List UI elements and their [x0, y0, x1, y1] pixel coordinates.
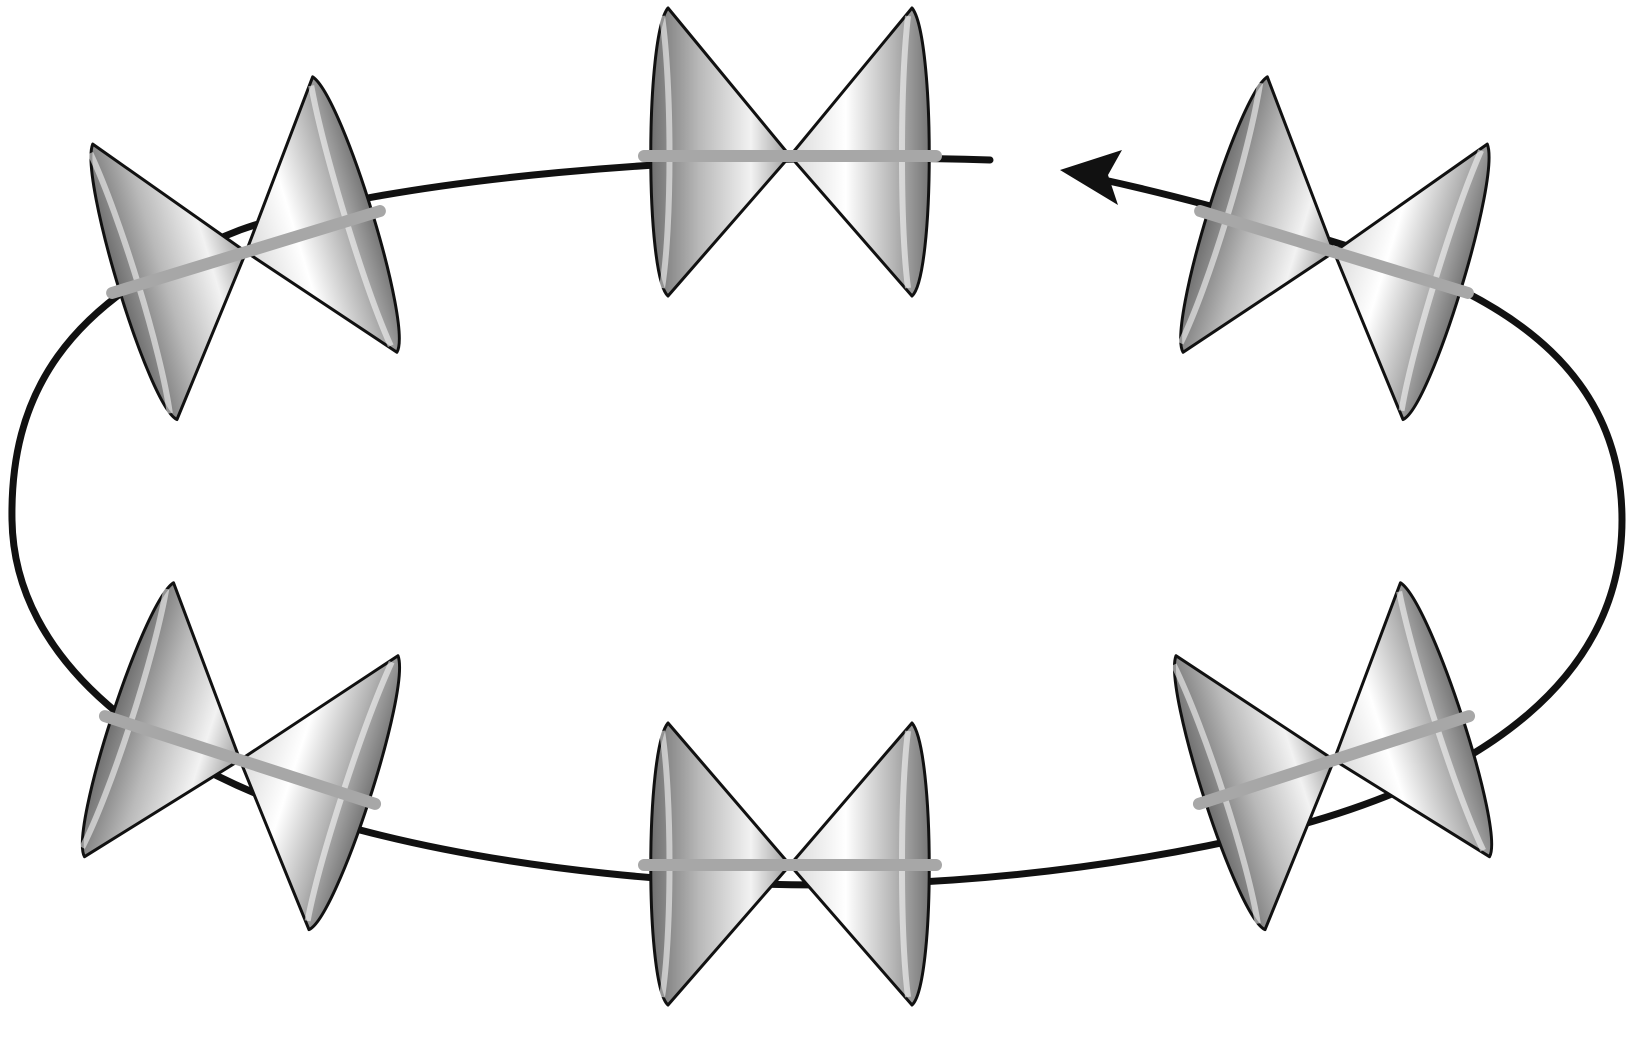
cone-pair: [69, 70, 421, 427]
double-cone-icon: [69, 70, 421, 427]
cone-pair: [1153, 575, 1512, 937]
cone-pair: [1159, 70, 1511, 427]
double-cone-icon: [1159, 70, 1511, 427]
double-cone-icon: [644, 8, 936, 296]
cone-pair: [644, 723, 936, 1005]
cone-pair: [644, 8, 936, 296]
double-cone-icon: [1153, 575, 1512, 937]
double-cone-icon: [644, 723, 936, 1005]
cone-pair: [62, 575, 421, 937]
double-cone-icon: [62, 575, 421, 937]
arrowhead-icon: [1060, 150, 1122, 205]
